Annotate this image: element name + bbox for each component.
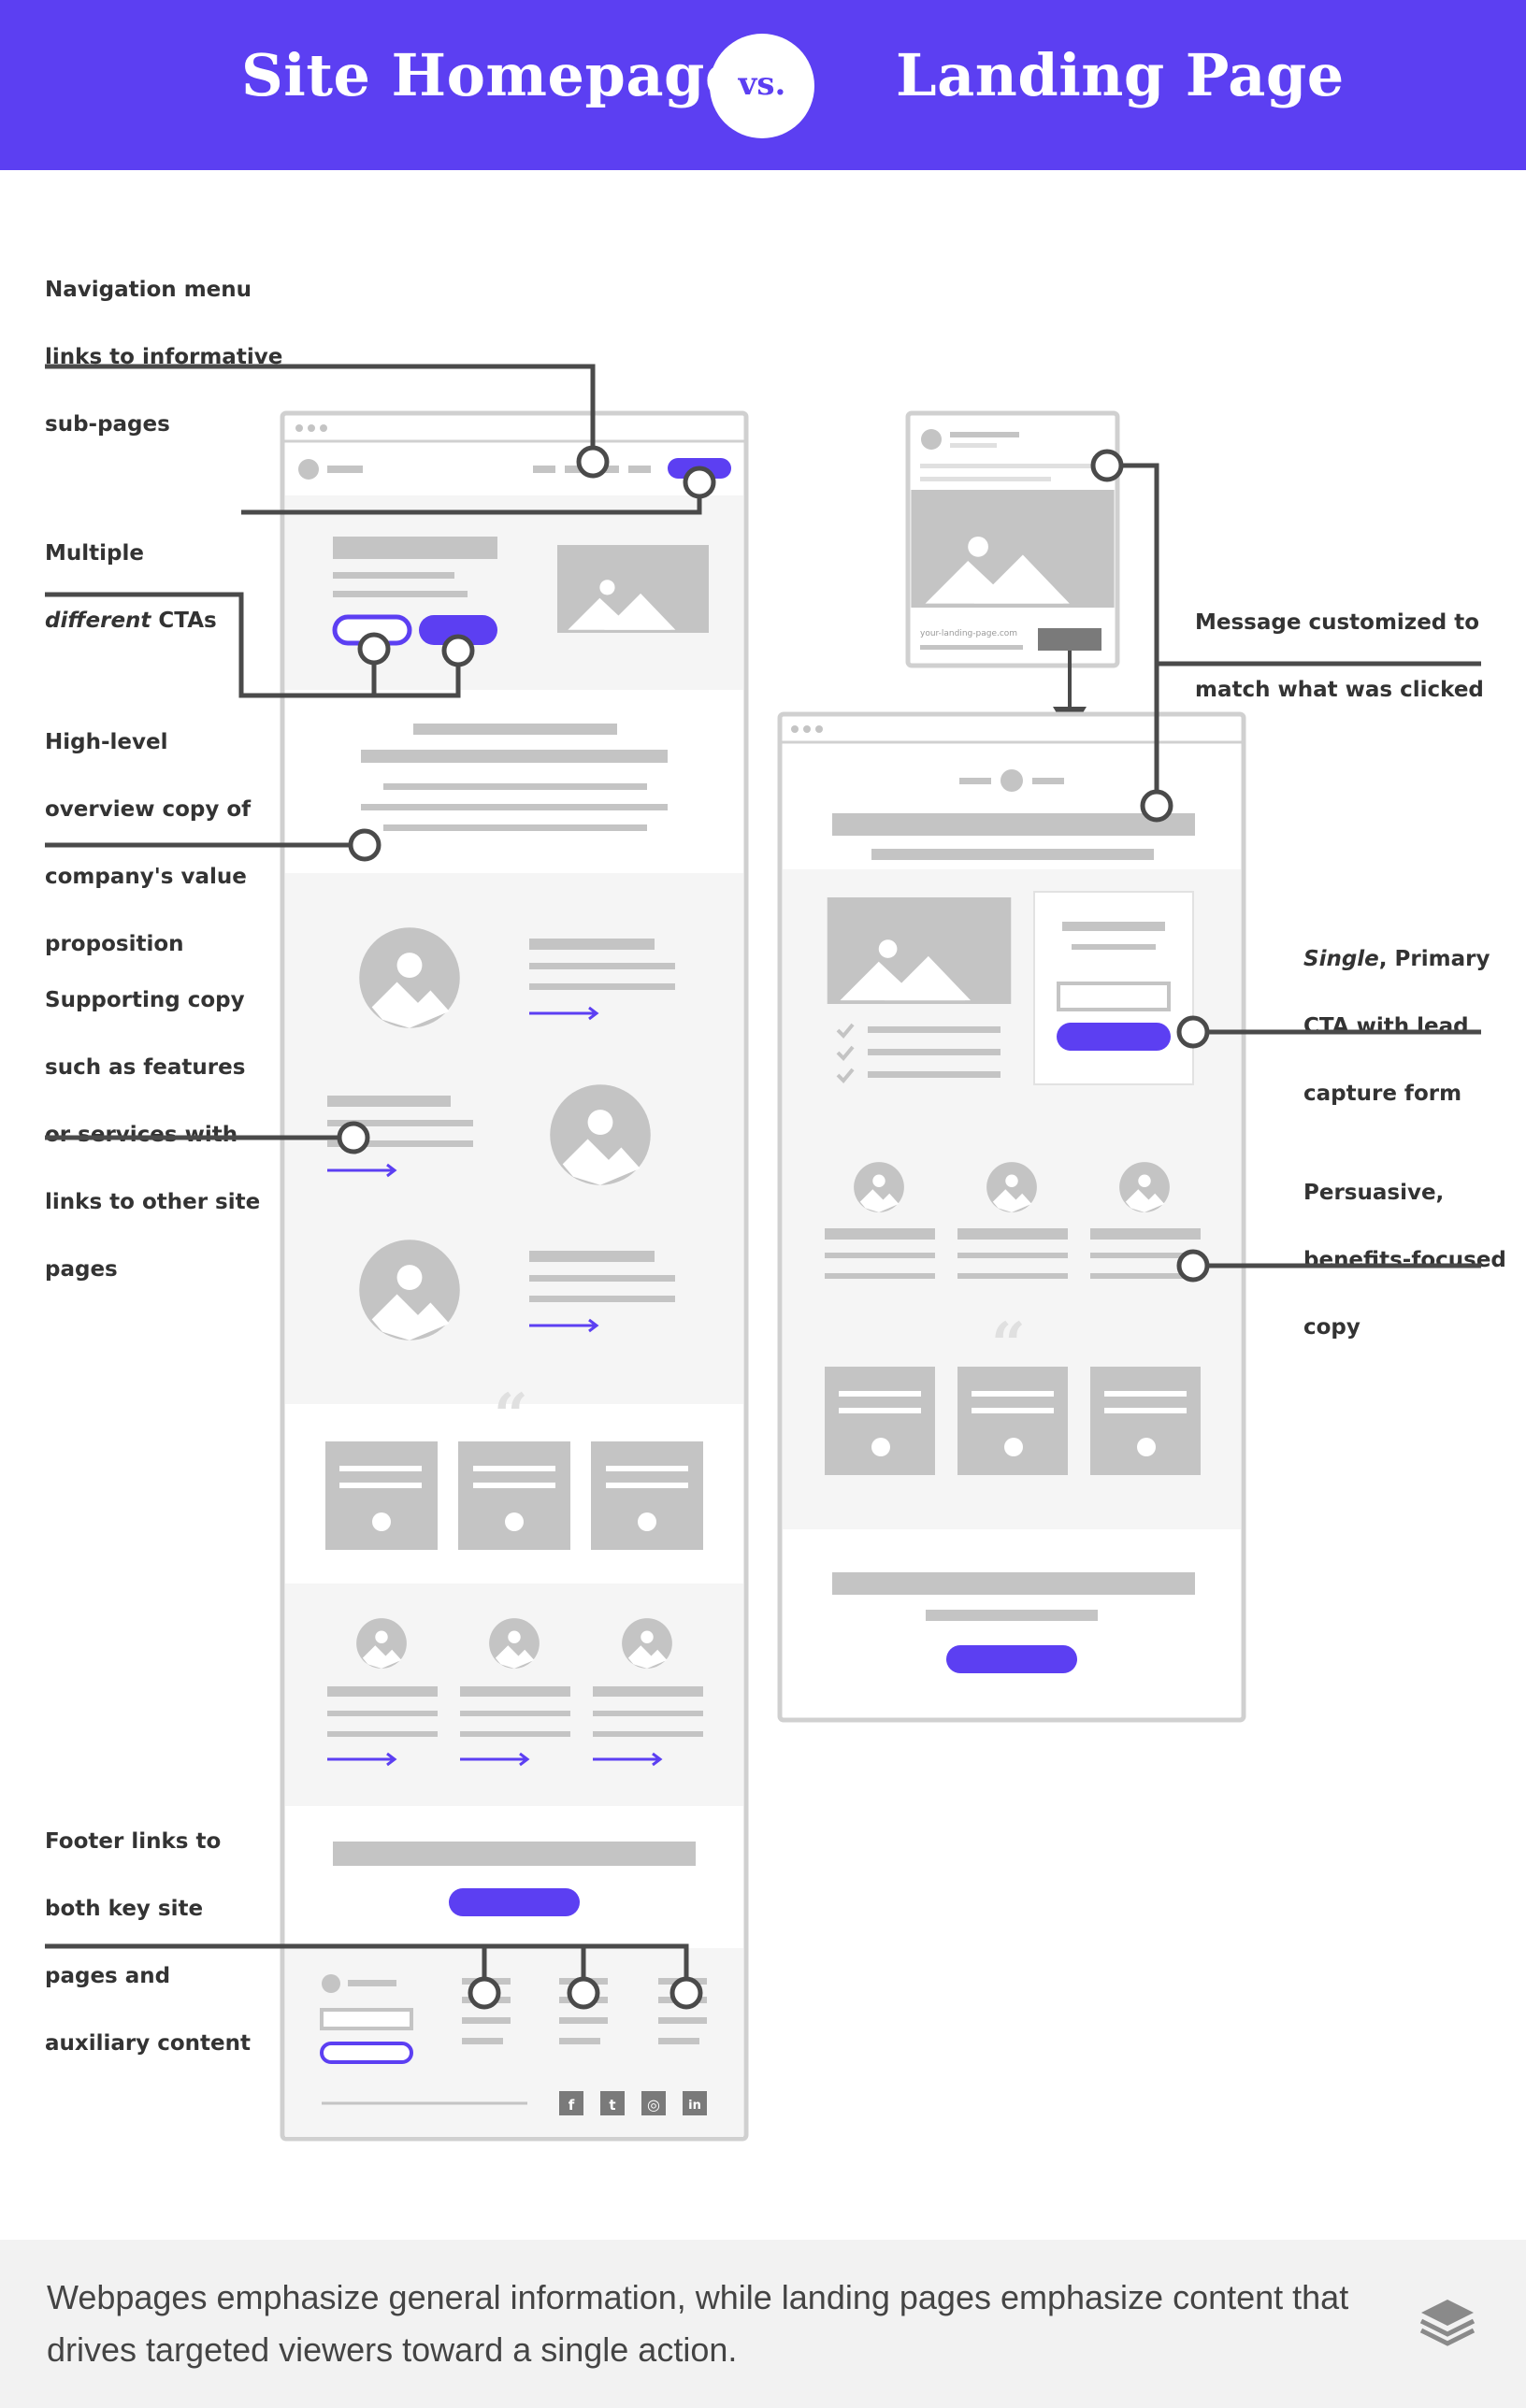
ad-preview-card: your-landing-page.com bbox=[905, 410, 1120, 668]
annotation-line: CTA with lead bbox=[1303, 1014, 1469, 1039]
vs-label: vs. bbox=[738, 65, 786, 103]
homepage-wireframe: “ bbox=[280, 410, 749, 2142]
facebook-glyph: f bbox=[569, 2097, 575, 2114]
header-banner: Site Homepage vs. Landing Page bbox=[0, 0, 1526, 170]
annotation-line: company's value bbox=[45, 865, 247, 889]
annotation-line: both key site bbox=[45, 1897, 204, 1921]
annotation-line: Footer links to bbox=[45, 1829, 222, 1854]
annotation-multiple-ctas: Multiple different CTAs bbox=[45, 503, 217, 671]
annotation-overview-copy: High-level overview copy of company's va… bbox=[45, 692, 251, 995]
annotation-line: Message customized to bbox=[1195, 610, 1480, 635]
annotation-line: Persuasive, bbox=[1303, 1181, 1445, 1205]
social-icons: f t ◎ in bbox=[559, 2091, 707, 2115]
annotation-line: match what was clicked bbox=[1195, 678, 1484, 702]
site-homepage-title: Site Homepage bbox=[241, 41, 742, 109]
annotation-line: links to other site bbox=[45, 1190, 261, 1214]
vs-badge: vs. bbox=[710, 34, 814, 138]
caption-footer: Webpages emphasize general information, … bbox=[0, 2240, 1526, 2408]
annotation-line: such as features bbox=[45, 1055, 246, 1080]
annotation-footer-links: Footer links to both key site pages and … bbox=[45, 1791, 251, 2094]
annotation-line: Navigation menu bbox=[45, 278, 252, 302]
instagram-glyph: ◎ bbox=[647, 2096, 660, 2114]
annotation-line: Multiple bbox=[45, 541, 144, 566]
annotation-line: copy bbox=[1303, 1315, 1360, 1340]
twitter-icon[interactable] bbox=[600, 2091, 625, 2115]
annotation-rest: , Primary bbox=[1378, 947, 1490, 971]
stacked-layers-logo-icon bbox=[1419, 2300, 1476, 2346]
annotation-line: or services with bbox=[45, 1123, 238, 1147]
annotation-single-cta: Single, Primary CTA with lead capture fo… bbox=[1303, 909, 1490, 1144]
annotation-line: Single, Primary bbox=[1303, 942, 1490, 976]
annotation-line: benefits-focused bbox=[1303, 1248, 1506, 1272]
twitter-glyph: t bbox=[609, 2097, 615, 2114]
ad-preview-url: your-landing-page.com bbox=[920, 629, 1017, 638]
instagram-icon[interactable] bbox=[641, 2091, 666, 2115]
annotation-line: High-level bbox=[45, 730, 168, 754]
connector-nodes bbox=[337, 445, 1210, 2010]
annotation-line: pages and bbox=[45, 1964, 171, 1988]
annotation-line: overview copy of bbox=[45, 797, 252, 822]
annotation-line: pages bbox=[45, 1257, 118, 1282]
annotation-line: different CTAs bbox=[45, 604, 217, 638]
annotation-message-customized: Message customized to match what was cli… bbox=[1195, 572, 1484, 740]
connector-lines bbox=[45, 364, 1481, 1993]
footer-caption: Webpages emphasize general information, … bbox=[47, 2278, 1349, 2369]
annotation-rest: CTAs bbox=[151, 609, 217, 633]
wireframe-diagram: “ bbox=[45, 364, 1481, 2142]
annotation-supporting-copy: Supporting copy such as features or serv… bbox=[45, 950, 260, 1320]
annotation-line: capture form bbox=[1303, 1082, 1462, 1106]
annotation-line: proposition bbox=[45, 932, 184, 956]
linkedin-glyph: in bbox=[688, 2099, 701, 2113]
quote-mark-icon: “ bbox=[494, 1381, 528, 1451]
linkedin-icon[interactable] bbox=[683, 2091, 707, 2115]
annotation-line: Supporting copy bbox=[45, 988, 245, 1012]
annotation-line: sub-pages bbox=[45, 412, 170, 437]
landing-page-title: Landing Page bbox=[896, 41, 1345, 109]
annotation-emphasis: different bbox=[45, 609, 151, 633]
annotation-persuasive-copy: Persuasive, benefits-focused copy bbox=[1303, 1142, 1506, 1378]
landing-page-wireframe: “ bbox=[777, 711, 1246, 1723]
facebook-icon[interactable] bbox=[559, 2091, 583, 2115]
annotation-emphasis: Single bbox=[1303, 947, 1379, 971]
annotation-line: auxiliary content bbox=[45, 2031, 252, 2056]
